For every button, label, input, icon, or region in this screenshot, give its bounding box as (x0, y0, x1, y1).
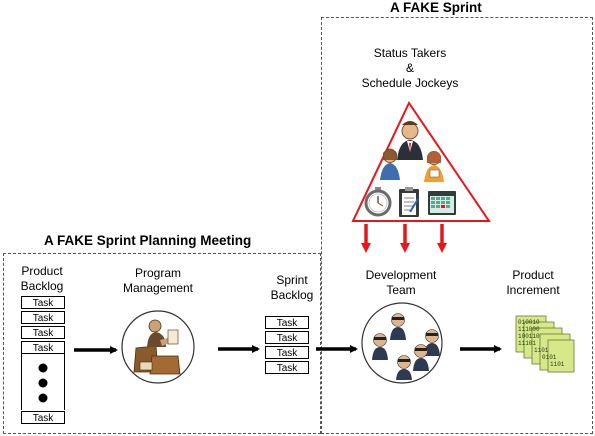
list-item: Task (265, 346, 309, 359)
list-item: Task (21, 296, 65, 309)
ellipsis-dots (38, 363, 48, 403)
status-takers-label: Status Takers & Schedule Jockeys (361, 46, 459, 90)
product-increment-label: Product Increment (506, 268, 560, 297)
clipboard-icon (399, 187, 419, 217)
svg-text:100110: 100110 (518, 333, 540, 340)
list-item: Task (21, 326, 65, 339)
flow-arrows (74, 345, 502, 354)
svg-text:1101: 1101 (534, 347, 549, 354)
red-arrows (361, 224, 447, 253)
development-team-label: Development Team (365, 268, 437, 297)
desk-worker-icon (133, 319, 181, 375)
planning-meeting-box (3, 253, 321, 434)
svg-text:11101: 11101 (518, 340, 536, 347)
product-backlog-label: Product Backlog (20, 264, 64, 293)
list-item: Task (21, 411, 65, 424)
svg-text:0101: 0101 (542, 354, 557, 361)
manager-people-icon (380, 121, 444, 182)
svg-text:1101: 1101 (550, 361, 565, 368)
list-item: Task (265, 361, 309, 374)
sprint-title: A FAKE Sprint (390, 0, 482, 15)
binary-files-icon: 010010 111000 100110 11101 1101 0101 110… (515, 315, 575, 373)
stopwatch-icon (364, 187, 392, 217)
list-item: Task (265, 316, 309, 329)
list-item: Task (265, 331, 309, 344)
programmer-icon (372, 313, 440, 380)
sprint-backlog-label: Sprint Backlog (270, 273, 314, 302)
svg-text:111000: 111000 (518, 326, 540, 333)
sprint-box (321, 17, 593, 434)
list-item: Task (21, 341, 65, 354)
svg-text:010010: 010010 (518, 319, 540, 326)
planning-meeting-title: A FAKE Sprint Planning Meeting (44, 233, 252, 248)
status-takers-triangle (351, 100, 491, 222)
program-management-label: Program Management (122, 266, 194, 295)
calendar-icon (428, 191, 456, 215)
list-item: Task (21, 311, 65, 324)
